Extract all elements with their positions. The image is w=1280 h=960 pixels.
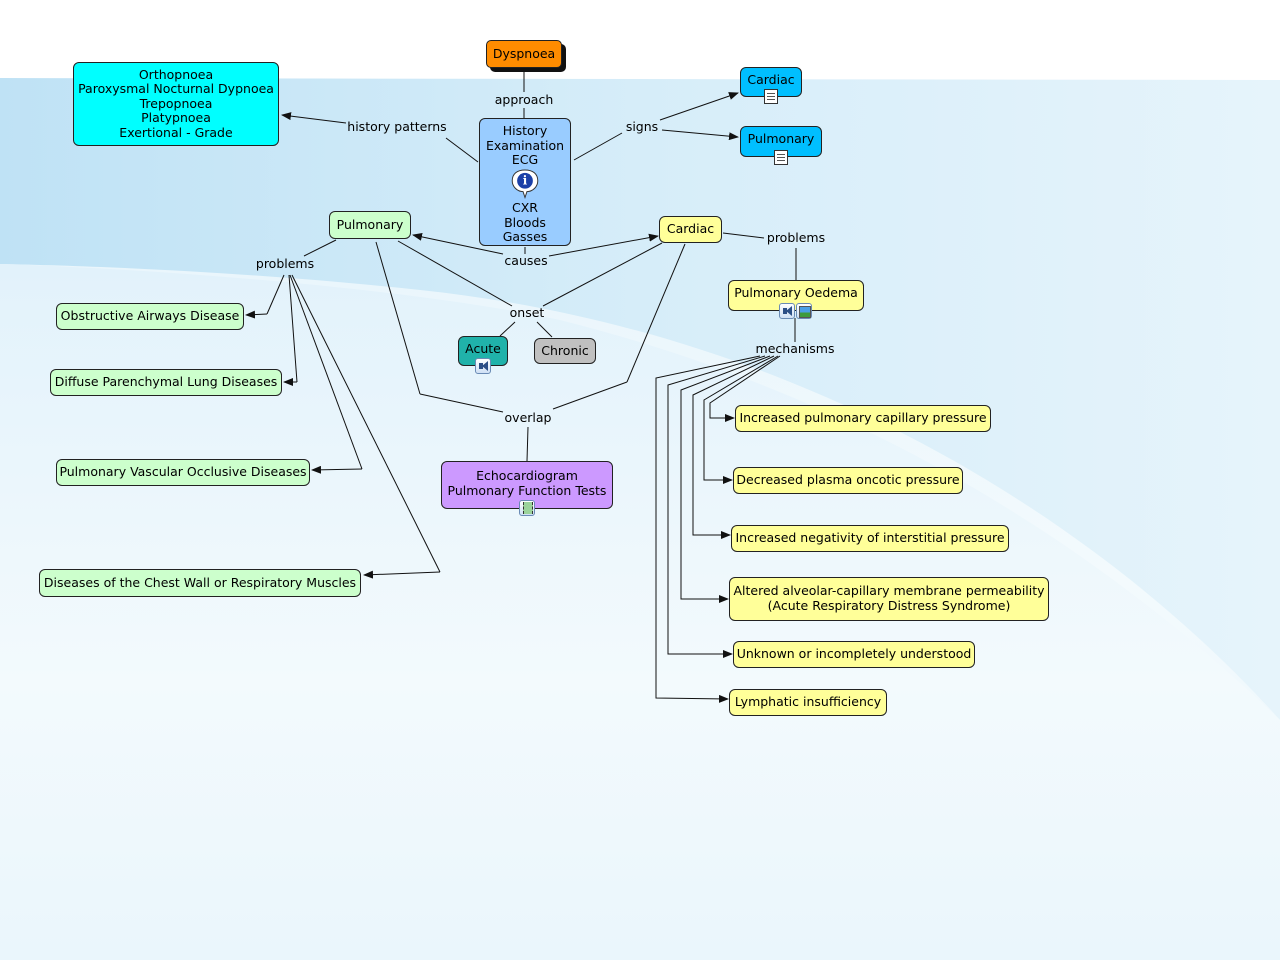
pulmonary-cause-label: Pulmonary: [336, 216, 404, 232]
overlap-test-item: Echocardiogram: [476, 468, 578, 483]
pulmonary-oedema-label: Pulmonary Oedema: [734, 285, 858, 300]
image-icon[interactable]: [796, 303, 812, 319]
signs-cardiac-node[interactable]: Cardiac: [740, 67, 802, 97]
mechanism-permeability-node[interactable]: Altered alveolar-capillary membrane perm…: [729, 577, 1049, 621]
problem-parenchymal-node[interactable]: Diffuse Parenchymal Lung Diseases: [50, 369, 282, 396]
link-label-approach: approach: [494, 92, 554, 107]
problem-label: Diffuse Parenchymal Lung Diseases: [54, 374, 278, 390]
dyspnoea-node[interactable]: Dyspnoea: [486, 40, 562, 68]
chronic-node[interactable]: Chronic: [534, 338, 596, 364]
link-label-problems-right: problems: [766, 230, 826, 245]
document-icon[interactable]: [774, 150, 788, 165]
approach-item: Bloods: [504, 214, 546, 230]
chronic-label: Chronic: [541, 342, 589, 358]
signs-cardiac-label: Cardiac: [747, 72, 795, 87]
acute-label: Acute: [465, 341, 501, 356]
svg-text:i: i: [523, 173, 528, 187]
link-label-signs: signs: [625, 119, 659, 134]
info-icon[interactable]: i: [510, 168, 540, 199]
link-label-problems-left: problems: [255, 256, 315, 271]
problem-label: Pulmonary Vascular Occlusive Diseases: [59, 464, 307, 480]
problem-label: Diseases of the Chest Wall or Respirator…: [43, 574, 357, 590]
mechanism-label: Lymphatic insufficiency: [734, 694, 882, 710]
approach-item: CXR: [512, 200, 538, 216]
mechanism-interstitial-node[interactable]: Increased negativity of interstitial pre…: [731, 525, 1009, 552]
history-pattern-item: Orthopnoea: [138, 66, 214, 82]
sound-icon[interactable]: [475, 358, 491, 374]
approach-item: History: [502, 123, 548, 138]
mechanism-label: Increased pulmonary capillary pressure: [739, 410, 987, 426]
sound-icon[interactable]: [779, 303, 795, 319]
problem-chest-wall-node[interactable]: Diseases of the Chest Wall or Respirator…: [39, 569, 361, 597]
problem-vascular-node[interactable]: Pulmonary Vascular Occlusive Diseases: [56, 459, 310, 486]
mechanism-label: Altered alveolar-capillary membrane perm…: [733, 583, 1045, 599]
mechanism-sublabel: (Acute Respiratory Distress Syndrome): [767, 598, 1011, 613]
approach-item: ECG: [511, 152, 539, 168]
mechanism-lymphatic-node[interactable]: Lymphatic insufficiency: [729, 689, 887, 716]
mechanism-unknown-node[interactable]: Unknown or incompletely understood: [733, 641, 975, 668]
problem-label: Obstructive Airways Disease: [60, 308, 240, 324]
history-pattern-item: Platypnoea: [141, 110, 211, 126]
mechanism-label: Increased negativity of interstitial pre…: [735, 530, 1005, 546]
history-pattern-item: Trepopnoea: [139, 95, 213, 111]
approach-item: Gasses: [502, 229, 548, 245]
signs-pulmonary-label: Pulmonary: [747, 131, 815, 146]
link-label-history-patterns: history patterns: [347, 119, 447, 134]
mechanism-capillary-node[interactable]: Increased pulmonary capillary pressure: [735, 405, 991, 432]
video-icon[interactable]: [519, 500, 535, 516]
link-label-onset: onset: [509, 305, 545, 320]
pulmonary-oedema-node[interactable]: Pulmonary Oedema: [728, 280, 864, 311]
cardiac-cause-label: Cardiac: [666, 221, 715, 237]
history-patterns-node[interactable]: Orthopnoea Paroxysmal Nocturnal Dypnoea …: [73, 62, 279, 146]
history-pattern-item: Exertional - Grade: [119, 124, 233, 140]
overlap-test-item: Pulmonary Function Tests: [447, 482, 607, 498]
dyspnoea-label: Dyspnoea: [492, 45, 556, 61]
mechanism-label: Decreased plasma oncotic pressure: [736, 472, 960, 488]
link-label-overlap: overlap: [504, 410, 552, 425]
approach-node[interactable]: History Examination ECG i CXR Bloods Gas…: [479, 118, 571, 246]
mechanism-label: Unknown or incompletely understood: [736, 646, 972, 662]
history-pattern-item: Paroxysmal Nocturnal Dypnoea: [78, 81, 274, 97]
pulmonary-cause-node[interactable]: Pulmonary: [329, 211, 411, 239]
link-label-mechanisms: mechanisms: [755, 341, 835, 356]
link-label-causes: causes: [504, 253, 548, 268]
signs-pulmonary-node[interactable]: Pulmonary: [740, 126, 822, 157]
cardiac-cause-node[interactable]: Cardiac: [659, 216, 722, 243]
mechanism-oncotic-node[interactable]: Decreased plasma oncotic pressure: [733, 467, 963, 494]
approach-item: Examination: [485, 137, 565, 153]
document-icon[interactable]: [764, 89, 778, 104]
problem-obstructive-node[interactable]: Obstructive Airways Disease: [56, 303, 244, 330]
